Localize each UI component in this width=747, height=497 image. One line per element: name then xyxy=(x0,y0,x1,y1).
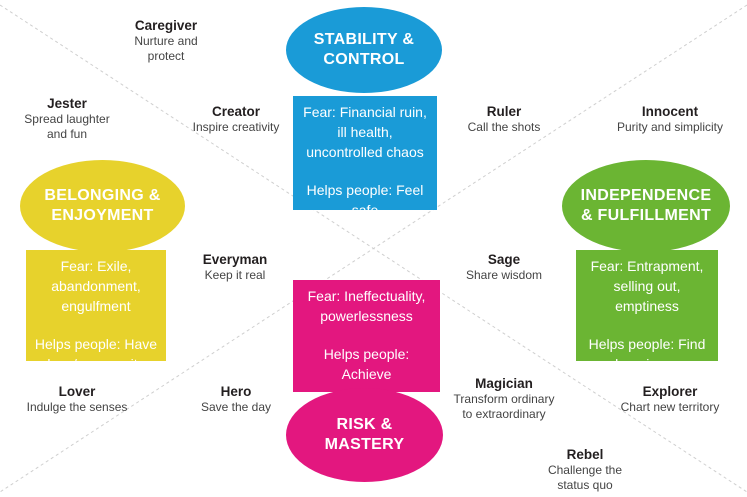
independence-fulfillment-title: INDEPENDENCE & FULFILLMENT xyxy=(580,187,712,224)
archetype-description: Indulge the senses xyxy=(26,400,128,414)
archetype-innocent: Innocent Purity and simplicity xyxy=(600,103,740,135)
stability-control-box: Fear: Financial ruin, ill health, uncont… xyxy=(293,96,437,218)
archetype-caregiver: Caregiver Nurture and protect xyxy=(110,17,222,64)
diagonal-line-up xyxy=(0,4,747,493)
risk-helps-text: Helps people: Achieve xyxy=(323,346,410,382)
archetype-name: Hero xyxy=(220,384,252,399)
belonging-helps-text: Helps people: Have love/community xyxy=(34,336,158,372)
archetype-description: Transform ordinary to extraordinary xyxy=(453,392,555,421)
archetype-creator: Creator Inspire creativity xyxy=(176,103,296,135)
risk-mastery-ellipse: RISK & MASTERY xyxy=(286,388,443,482)
archetype-rebel: Rebel Challenge the status quo xyxy=(530,446,640,493)
independence-helps-text: Helps people: Find happiness xyxy=(588,336,706,372)
archetype-description: Chart new territory xyxy=(620,400,720,414)
archetype-sage: Sage Share wisdom xyxy=(454,251,554,283)
archetype-explorer: Explorer Chart new territory xyxy=(608,383,732,415)
belonging-fear-text: Fear: Exile, abandonment, engulfment xyxy=(51,258,141,314)
risk-fear-text: Fear: Ineffectuality, powerlessness xyxy=(307,288,426,324)
stability-control-ellipse: STABILITY & CONTROL xyxy=(286,7,442,93)
archetype-description: Inspire creativity xyxy=(192,120,280,134)
archetype-description: Challenge the status quo xyxy=(547,463,623,492)
archetype-everyman: Everyman Keep it real xyxy=(183,251,287,283)
archetype-description: Share wisdom xyxy=(465,268,543,282)
archetype-name: Everyman xyxy=(202,252,268,267)
archetype-description: Nurture and protect xyxy=(134,34,198,63)
belonging-enjoyment-title: BELONGING & ENJOYMENT xyxy=(44,187,161,224)
independence-fulfillment-ellipse: INDEPENDENCE & FULFILLMENT xyxy=(562,160,730,252)
archetype-lover: Lover Indulge the senses xyxy=(12,383,142,415)
archetype-name: Ruler xyxy=(486,104,522,119)
archetype-name: Explorer xyxy=(642,384,698,399)
archetype-description: Call the shots xyxy=(467,120,541,134)
archetype-name: Jester xyxy=(47,96,87,111)
stability-control-title: STABILITY & CONTROL xyxy=(313,31,415,68)
archetype-description: Purity and simplicity xyxy=(616,120,724,134)
risk-mastery-box: Fear: Ineffectuality, powerlessness Help… xyxy=(293,280,440,392)
belonging-enjoyment-ellipse: BELONGING & ENJOYMENT xyxy=(20,160,185,252)
archetype-jester: Jester Spread laughter and fun xyxy=(12,95,122,142)
archetype-name: Caregiver xyxy=(134,18,198,33)
archetype-name: Innocent xyxy=(641,104,699,119)
archetype-hero: Hero Save the day xyxy=(190,383,282,415)
archetype-description: Save the day xyxy=(200,400,272,414)
stability-helps-text: Helps people: Feel safe xyxy=(306,182,424,218)
stability-fear-text: Fear: Financial ruin, ill health, uncont… xyxy=(303,104,427,160)
archetype-name: Lover xyxy=(58,384,96,399)
risk-mastery-title: RISK & MASTERY xyxy=(324,416,405,453)
archetype-magician: Magician Transform ordinary to extraordi… xyxy=(444,375,564,422)
archetype-description: Spread laughter and fun xyxy=(24,112,110,141)
archetype-ruler: Ruler Call the shots xyxy=(454,103,554,135)
archetype-name: Magician xyxy=(475,376,533,391)
independence-fulfillment-box: Fear: Entrapment, selling out, emptiness… xyxy=(576,250,718,372)
belonging-enjoyment-box: Fear: Exile, abandonment, engulfment Hel… xyxy=(26,250,166,372)
archetype-description: Keep it real xyxy=(204,268,266,282)
archetype-name: Creator xyxy=(211,104,260,119)
archetype-name: Rebel xyxy=(566,447,604,462)
independence-fear-text: Fear: Entrapment, selling out, emptiness xyxy=(590,258,704,314)
archetype-name: Sage xyxy=(487,252,521,267)
